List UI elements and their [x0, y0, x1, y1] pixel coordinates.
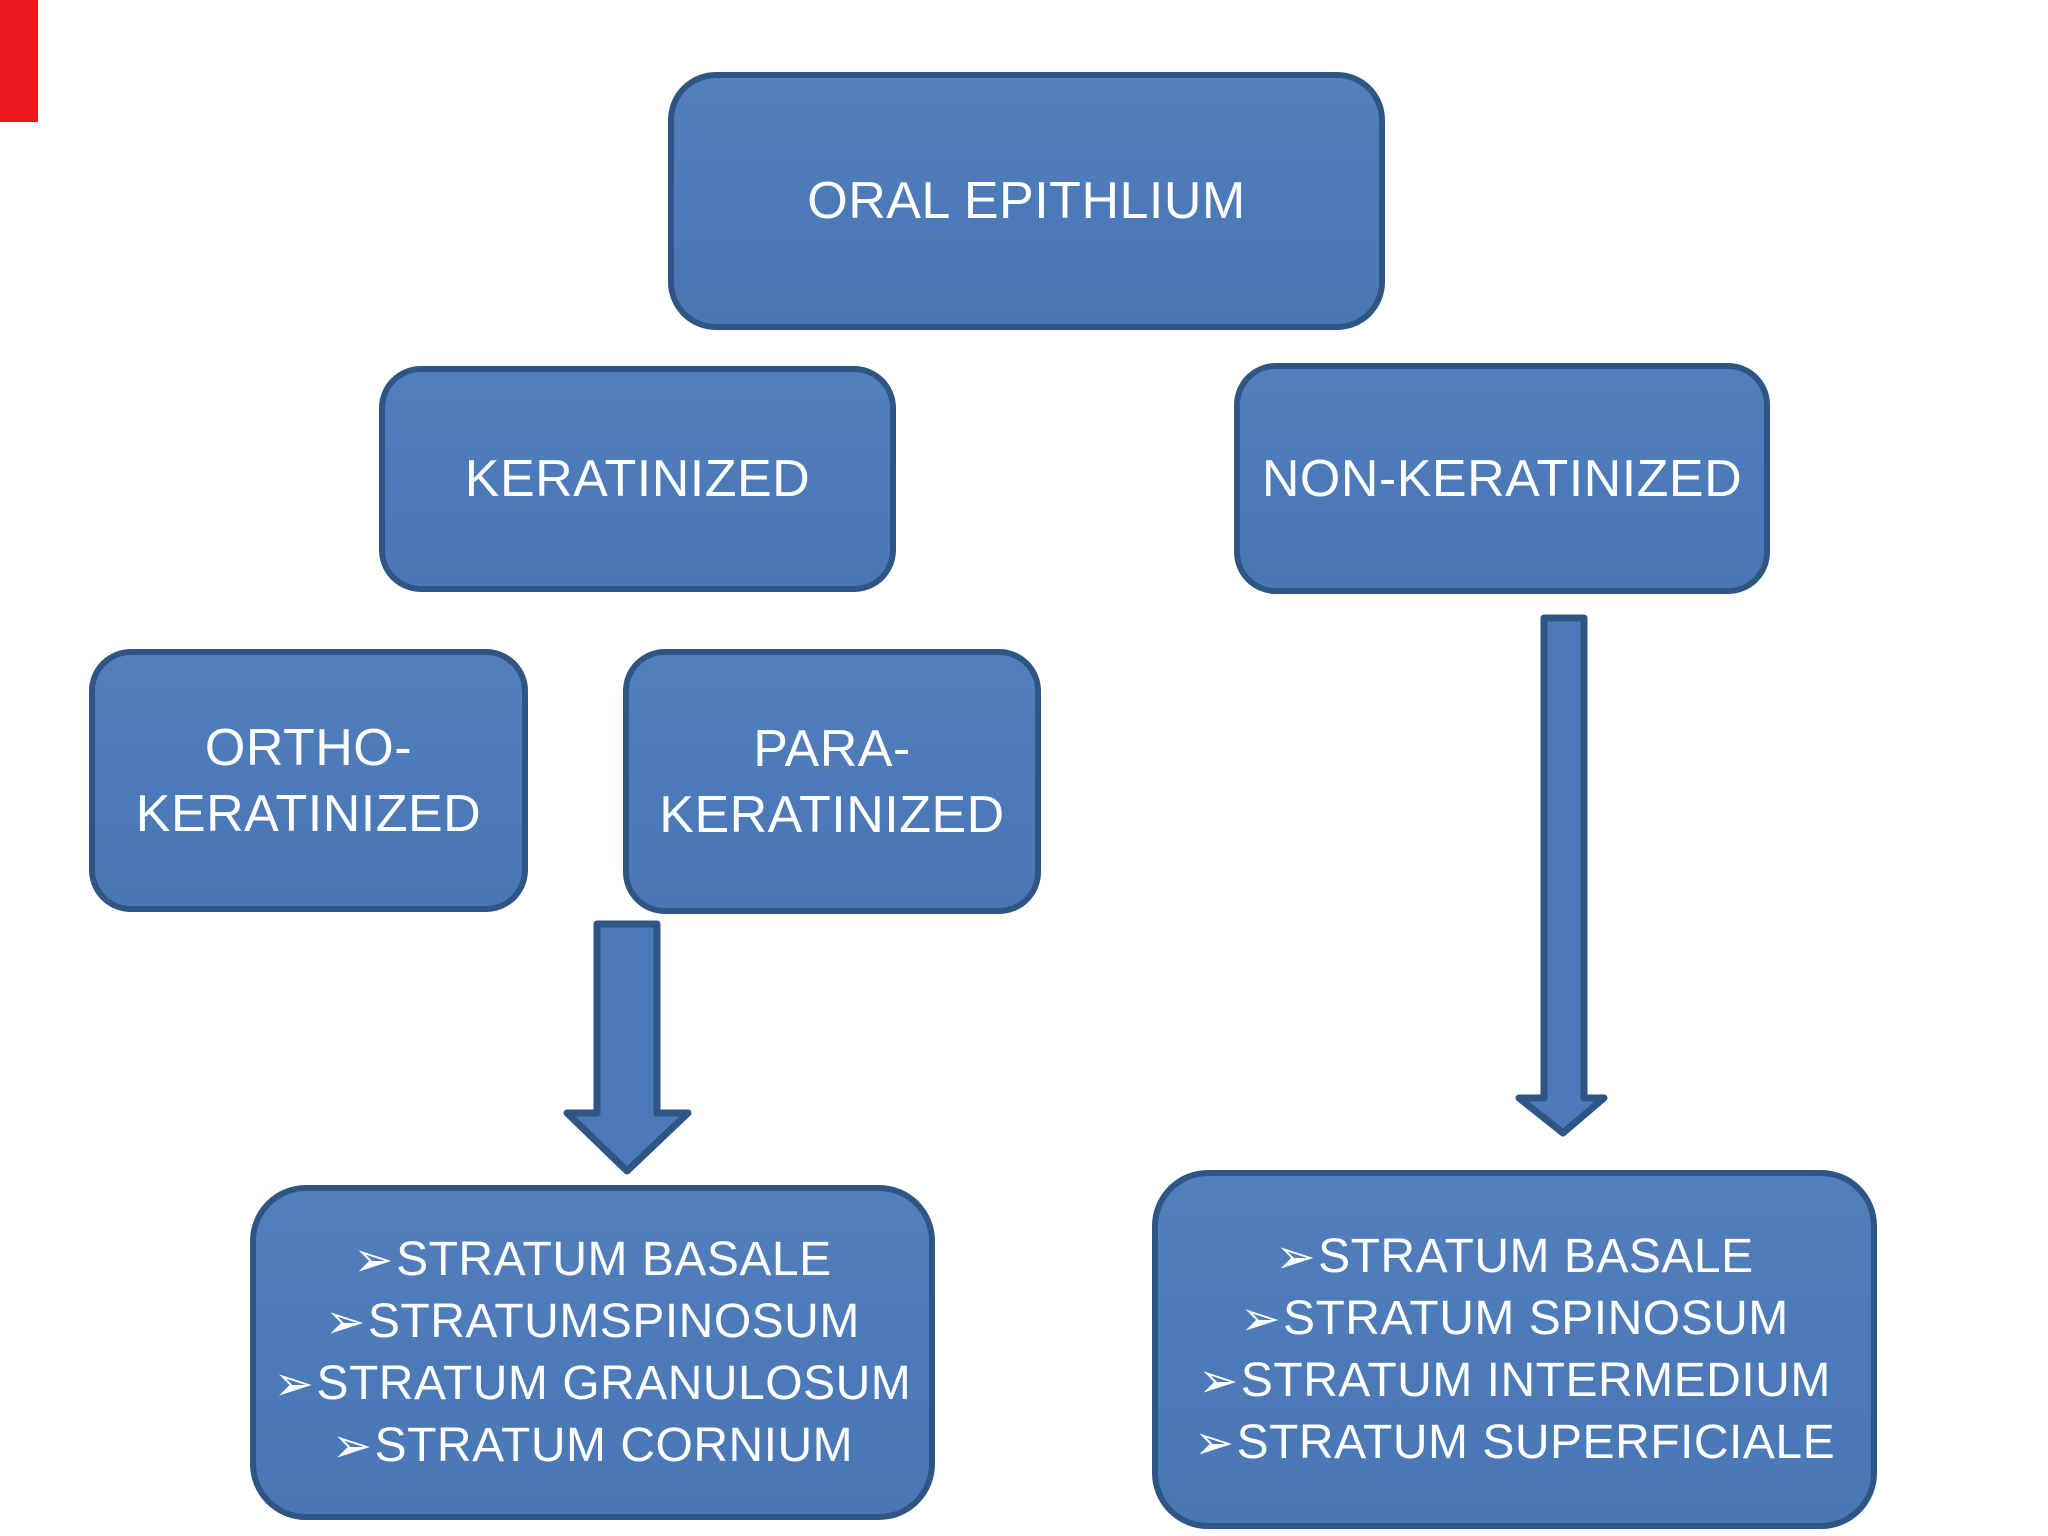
node-keratinized: KERATINIZED — [379, 366, 896, 592]
arrowhead-bullet-icon: ➢ — [1193, 1416, 1235, 1470]
layer-item: ➢STRATUM SPINOSUM — [1240, 1288, 1789, 1350]
layer-item: ➢STRATUM GRANULOSUM — [274, 1353, 912, 1415]
layer-item-label: STRATUMSPINOSUM — [367, 1294, 860, 1348]
arrowhead-bullet-icon: ➢ — [1198, 1354, 1239, 1408]
node-non-keratinized-label: NON-KERATINIZED — [1261, 449, 1743, 508]
node-para-keratinized-line2: KERATINIZED — [659, 785, 1005, 844]
layer-item-label: STRATUM SPINOSUM — [1282, 1291, 1789, 1345]
node-ortho-keratinized-line2: KERATINIZED — [135, 784, 482, 843]
layer-item: ➢STRATUM SUPERFICIALE — [1194, 1412, 1835, 1474]
node-keratinized-label: KERATINIZED — [464, 450, 811, 508]
arrowhead-bullet-icon: ➢ — [325, 1295, 366, 1349]
layer-item-label: STRATUM BASALE — [1318, 1229, 1754, 1283]
red-corner-artifact — [0, 0, 38, 122]
layer-item-label: STRATUM INTERMEDIUM — [1240, 1353, 1831, 1407]
node-non-keratinized: NON-KERATINIZED — [1234, 363, 1770, 594]
layer-item: ➢STRATUM BASALE — [1275, 1226, 1753, 1288]
layer-item: ➢STRATUM INTERMEDIUM — [1198, 1350, 1831, 1412]
down-arrow-keratinized — [563, 920, 692, 1175]
node-non-keratinized-layers: ➢STRATUM BASALE ➢STRATUM SPINOSUM ➢STRAT… — [1152, 1170, 1877, 1529]
layer-item-label: STRATUM BASALE — [396, 1232, 832, 1286]
layer-item-label: STRATUM CORNIUM — [374, 1418, 854, 1472]
layer-item: ➢STRATUMSPINOSUM — [325, 1291, 860, 1353]
arrowhead-bullet-icon: ➢ — [353, 1233, 395, 1287]
node-oral-epithelium-label: ORAL EPITHLIUM — [807, 172, 1246, 230]
node-ortho-keratinized-line1: ORTHO- — [204, 718, 413, 777]
node-para-keratinized-line1: PARA- — [753, 719, 911, 778]
arrowhead-bullet-icon: ➢ — [1240, 1292, 1281, 1346]
arrowhead-bullet-icon: ➢ — [1275, 1230, 1317, 1284]
layer-item-label: STRATUM SUPERFICIALE — [1236, 1415, 1836, 1469]
layer-item: ➢STRATUM BASALE — [353, 1229, 831, 1291]
layer-item-label: STRATUM GRANULOSUM — [316, 1356, 912, 1410]
arrowhead-bullet-icon: ➢ — [331, 1419, 373, 1473]
node-keratinized-layers: ➢STRATUM BASALE ➢STRATUMSPINOSUM ➢STRATU… — [250, 1185, 935, 1520]
node-oral-epithelium: ORAL EPITHLIUM — [668, 72, 1385, 330]
arrowhead-bullet-icon: ➢ — [273, 1357, 315, 1411]
node-ortho-keratinized: ORTHO- KERATINIZED — [89, 649, 528, 912]
down-arrow-non-keratinized — [1515, 614, 1608, 1137]
layer-item: ➢STRATUM CORNIUM — [332, 1415, 853, 1477]
node-para-keratinized: PARA- KERATINIZED — [623, 649, 1041, 914]
